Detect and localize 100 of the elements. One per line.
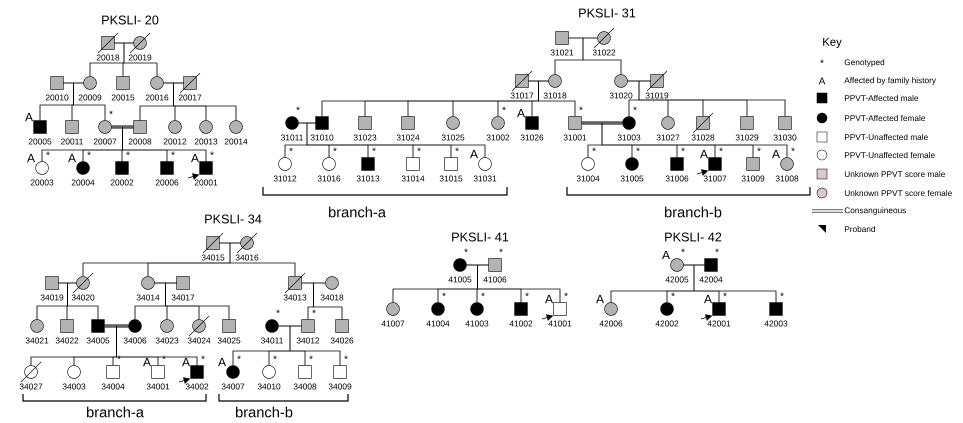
female-circle: [265, 319, 279, 333]
branch-label: branch-b: [236, 406, 292, 418]
id-label: 31031: [474, 176, 496, 182]
id-label: 41007: [382, 320, 404, 326]
genotyped-mark: *: [296, 106, 300, 110]
id-label: 31024: [396, 134, 420, 140]
legend-symbol: A: [818, 78, 826, 84]
id-label: 31017: [510, 92, 534, 98]
id-label: 34016: [236, 254, 258, 260]
female-circle: [168, 120, 182, 134]
history-mark: A: [68, 154, 76, 162]
id-label: 20004: [72, 180, 94, 186]
female-circle: [229, 120, 243, 134]
female-circle: [581, 157, 595, 171]
id-label: 31022: [592, 50, 616, 56]
id-label: 42003: [764, 320, 788, 326]
genotyped-mark: *: [633, 106, 637, 110]
id-label: 20014: [224, 138, 248, 144]
male-square: [160, 161, 174, 175]
female-circle: [661, 116, 675, 130]
male-square: [116, 76, 130, 90]
male-square: [670, 157, 684, 171]
genotyped-mark: *: [525, 292, 529, 296]
id-label: 34013: [284, 294, 306, 300]
id-label: 31011: [280, 134, 303, 140]
genotyped-mark: *: [579, 106, 583, 110]
female-circle: [386, 302, 400, 316]
male-square: [222, 319, 236, 333]
id-label: 31028: [692, 134, 714, 140]
genotyped-mark: *: [723, 292, 727, 296]
genotyped-mark: *: [344, 356, 348, 360]
male-square: [401, 116, 415, 130]
key-heading: Key: [823, 38, 842, 48]
male-square: [358, 116, 372, 130]
female-circle: [67, 365, 81, 379]
genotyped-mark: *: [276, 310, 280, 314]
id-label: 31025: [442, 134, 464, 140]
female-circle: [83, 76, 97, 90]
id-label: 34007: [222, 384, 244, 390]
id-label: 42002: [656, 320, 678, 326]
history-mark: A: [25, 112, 33, 122]
female-circle: [262, 365, 276, 379]
male-square: [33, 120, 47, 134]
history-mark: A: [772, 150, 780, 158]
id-label: 31002: [486, 134, 510, 140]
female-circle: [76, 161, 90, 175]
id-label: 31020: [610, 92, 632, 98]
male-square: [488, 258, 502, 272]
male-square: [769, 302, 783, 316]
id-label: 20001: [194, 180, 218, 186]
id-label: 31030: [774, 134, 796, 140]
genotyped-mark: *: [442, 292, 446, 296]
marriage-line: [112, 126, 134, 128]
pedigree-title: PKSLI- 31: [579, 8, 636, 18]
history-mark: A: [191, 154, 199, 162]
descent-line: [582, 38, 622, 75]
legend-text: PPVT-Unaffected male: [844, 134, 928, 140]
id-label: 34021: [26, 338, 48, 344]
female-circle: [548, 74, 562, 88]
genotyped-mark: *: [455, 148, 459, 152]
female-circle: [226, 365, 240, 379]
id-label: 42005: [666, 276, 688, 282]
id-label: 31007: [704, 176, 726, 182]
male-square: [553, 302, 567, 316]
female-circle: [660, 302, 674, 316]
id-label: 34014: [136, 294, 160, 300]
male-square: [406, 157, 420, 171]
genotyped-mark: *: [162, 356, 166, 360]
marriage-line: [582, 122, 622, 124]
male-square: [712, 302, 726, 316]
descent-line: [73, 82, 106, 121]
id-label: 34026: [330, 338, 354, 344]
female-circle: [35, 161, 49, 175]
id-label: 31001: [564, 134, 586, 140]
id-label: 31008: [776, 176, 798, 182]
male-square: [298, 365, 312, 379]
legend-text: Proband: [844, 226, 875, 232]
id-label: 31009: [742, 176, 764, 182]
id-label: 31019: [646, 92, 668, 98]
male-square: [315, 116, 329, 130]
genotyped-mark: *: [289, 148, 293, 152]
female-circle: [625, 157, 639, 171]
male-square: [190, 365, 204, 379]
id-label: 34008: [294, 384, 316, 390]
id-label: 34015: [202, 254, 224, 260]
descent-line: [124, 42, 158, 77]
female-circle: [614, 74, 628, 88]
history-mark: A: [662, 250, 670, 260]
id-label: 34019: [40, 294, 64, 300]
id-label: 42004: [700, 276, 722, 282]
genotyped-mark: *: [201, 356, 205, 360]
id-label: 20006: [156, 180, 178, 186]
legend-text: Unknown PPVT score female: [844, 190, 952, 196]
genotyped-mark: *: [372, 148, 376, 152]
female-circle: [278, 157, 292, 171]
genotyped-mark: *: [417, 148, 421, 152]
id-label: 34024: [188, 338, 210, 344]
genotyped-mark: *: [309, 356, 313, 360]
id-label: 31006: [666, 176, 688, 182]
male-square: [333, 365, 347, 379]
